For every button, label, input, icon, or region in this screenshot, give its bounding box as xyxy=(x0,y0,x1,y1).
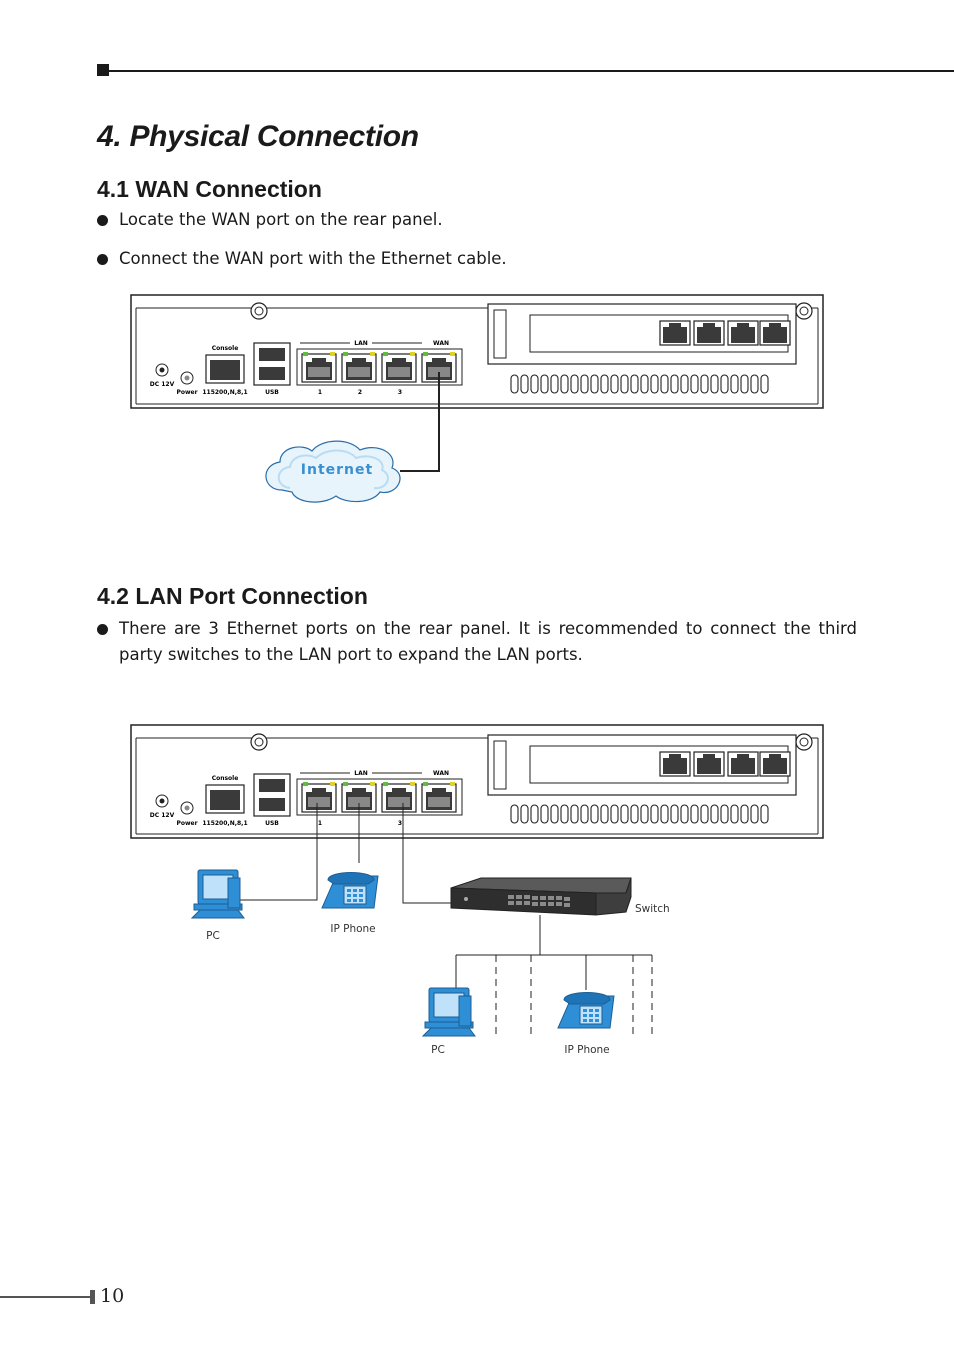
baud-label: 115200,N,8,1 xyxy=(202,820,247,827)
switch-label: Switch xyxy=(635,903,670,915)
wan-bullet-2: Connect the WAN port with the Ethernet c… xyxy=(97,246,857,272)
wan-label: WAN xyxy=(433,340,449,347)
lan-label: LAN xyxy=(354,340,368,347)
internet-cloud: Internet xyxy=(265,440,401,503)
pc-top-label: PC xyxy=(206,930,220,942)
footer-marker xyxy=(90,1290,95,1304)
phone-bottom-label: IP Phone xyxy=(564,1044,609,1056)
pc-bottom-label: PC xyxy=(431,1044,445,1056)
wan-bullet-1: Locate the WAN port on the rear panel. xyxy=(97,207,857,233)
phone-top-label: IP Phone xyxy=(330,923,375,935)
lan-port-3 xyxy=(381,782,417,813)
footer-rule xyxy=(0,1296,90,1298)
wan-bullet-1-text: Locate the WAN port on the rear panel. xyxy=(119,210,443,229)
lan-cabling xyxy=(240,803,652,1005)
wan-connection-diagram: DC 12V Power Console 115200,N,8,1 USB LA… xyxy=(130,294,824,503)
switch-icon xyxy=(450,877,632,916)
power-label: Power xyxy=(176,820,197,827)
port-number-1: 1 xyxy=(318,389,322,396)
lan-port-2 xyxy=(341,352,377,383)
lan-port-1 xyxy=(301,352,337,383)
lan-port-2 xyxy=(341,782,377,813)
rear-panel: DC 12V Power Console 115200,N,8,1 USB LA… xyxy=(130,724,824,839)
lan-section-title: 4.2 LAN Port Connection xyxy=(97,583,368,609)
pc-icon xyxy=(422,987,476,1037)
rear-panel: DC 12V Power Console 115200,N,8,1 USB LA… xyxy=(130,294,824,409)
wan-cable xyxy=(400,372,440,472)
power-label: Power xyxy=(176,389,197,396)
usb-label: USB xyxy=(265,820,279,827)
pc-icon xyxy=(191,869,245,919)
lan-bullet-1-text: There are 3 Ethernet ports on the rear p… xyxy=(119,619,857,664)
bullet-dot xyxy=(97,215,108,226)
page-number: 10 xyxy=(100,1285,125,1307)
internet-label: Internet xyxy=(301,462,373,478)
lan-port-3 xyxy=(381,352,417,383)
lan-bullet-1: There are 3 Ethernet ports on the rear p… xyxy=(97,616,857,670)
baud-label: 115200,N,8,1 xyxy=(202,389,247,396)
port-number-3: 3 xyxy=(398,820,402,827)
wan-port xyxy=(421,782,457,813)
header-square xyxy=(97,64,109,76)
wan-section-title: 4.1 WAN Connection xyxy=(97,176,322,202)
wan-bullet-2-text: Connect the WAN port with the Ethernet c… xyxy=(119,249,507,268)
header-line xyxy=(109,70,954,72)
ip-phone-icon xyxy=(557,992,615,1029)
bullet-dot xyxy=(97,624,108,635)
port-number-2: 2 xyxy=(358,389,362,396)
extra-connections xyxy=(495,955,653,1035)
dc-label: DC 12V xyxy=(150,812,175,819)
port-number-3: 3 xyxy=(398,389,402,396)
wan-port xyxy=(421,352,457,383)
bullet-dot xyxy=(97,254,108,265)
lan-port-1 xyxy=(301,782,337,813)
console-label: Console xyxy=(212,345,239,352)
dc-label: DC 12V xyxy=(150,381,175,388)
usb-label: USB xyxy=(265,389,279,396)
wan-label: WAN xyxy=(433,770,449,777)
port-number-1: 1 xyxy=(318,820,322,827)
header-rule xyxy=(97,64,954,78)
lan-label: LAN xyxy=(354,770,368,777)
page-title: 4. Physical Connection xyxy=(97,120,419,153)
lan-connection-diagram: DC 12V Power Console 115200,N,8,1 USB LA… xyxy=(130,724,824,1056)
ip-phone-icon xyxy=(321,872,379,909)
console-label: Console xyxy=(212,775,239,782)
